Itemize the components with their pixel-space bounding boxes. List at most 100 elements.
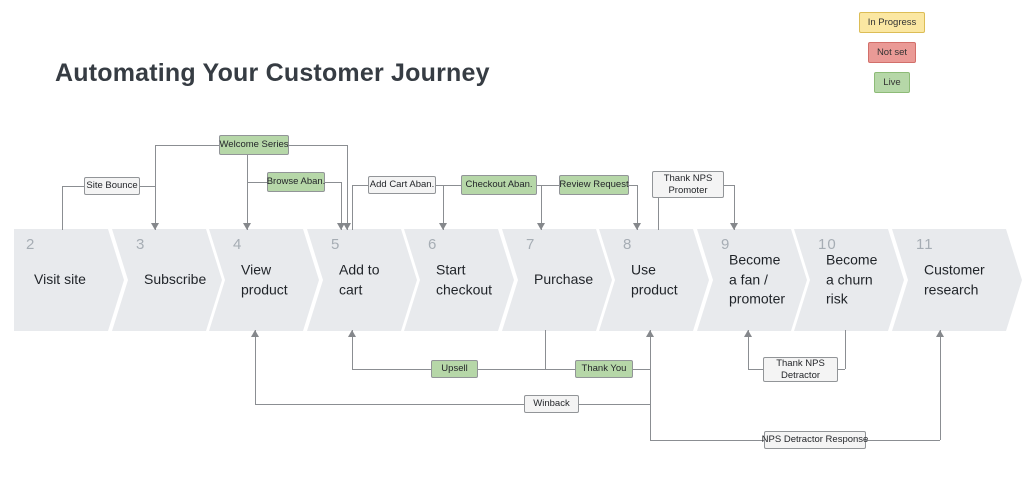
page-title: Automating Your Customer Journey	[55, 59, 490, 87]
connector-line	[579, 404, 650, 405]
stage-number: 3	[136, 236, 146, 253]
connector-line	[352, 330, 353, 369]
automation-thank-nps-promoter: Thank NPS Promoter	[652, 171, 724, 198]
connector-line	[140, 186, 155, 187]
automation-thank-you: Thank You	[575, 360, 633, 378]
automation-site-bounce: Site Bounce	[84, 177, 140, 195]
stage-become-fan-promoter: 9 Become a fan / promoter	[697, 229, 807, 331]
stage-number: 11	[916, 236, 934, 253]
connector-line	[845, 330, 846, 369]
automation-browse-abandonment: Browse Aban.	[267, 172, 325, 192]
connector-line	[341, 182, 342, 230]
connector-line	[637, 185, 638, 230]
stage-label: Become a fan / promoter	[729, 251, 786, 307]
connector-line	[155, 145, 219, 146]
stage-number: 6	[428, 236, 438, 253]
connector-line	[940, 330, 941, 440]
legend-live: Live	[874, 72, 910, 93]
automation-winback: Winback	[524, 395, 579, 413]
connector-line	[436, 185, 443, 186]
automation-review-request: Review Request	[559, 175, 629, 195]
connector-line	[255, 330, 256, 404]
stage-purchase: 7 Purchase	[502, 229, 612, 331]
connector-line	[650, 330, 651, 440]
connector-line	[537, 185, 541, 186]
connector-arrowhead-up-icon	[348, 330, 356, 337]
connector-line	[352, 369, 431, 370]
stage-label: Start checkout	[436, 261, 493, 297]
connector-line	[289, 145, 347, 146]
automation-checkout-abandonment: Checkout Aban.	[461, 175, 537, 195]
connector-line	[734, 185, 735, 230]
connector-line	[633, 369, 650, 370]
connector-arrowhead-down-icon	[243, 223, 251, 230]
connector-line	[62, 186, 84, 187]
connector-line	[541, 185, 542, 230]
legend-in-progress: In Progress	[858, 12, 926, 33]
stage-label: Add to cart	[339, 261, 380, 297]
connector-line	[650, 440, 766, 441]
connector-line	[724, 185, 734, 186]
status-legend: In Progress Not set Live	[856, 12, 928, 93]
automation-upsell: Upsell	[431, 360, 478, 378]
stage-become-churn-risk: 10 Become a churn risk	[794, 229, 904, 331]
stage-use-product: 8 Use product	[599, 229, 709, 331]
automation-welcome-series: Welcome Series	[219, 135, 289, 155]
stage-number: 2	[26, 236, 36, 253]
stage-number: 8	[623, 236, 633, 253]
connector-arrowhead-up-icon	[744, 330, 752, 337]
connector-line	[352, 185, 353, 230]
connector-line	[478, 369, 545, 370]
connector-line	[347, 145, 348, 230]
stage-number: 10	[818, 236, 837, 253]
connector-arrowhead-up-icon	[646, 330, 654, 337]
stage-number: 7	[526, 236, 536, 253]
connector-arrowhead-up-icon	[251, 330, 259, 337]
stage-label: Become a churn risk	[826, 251, 878, 307]
stage-number: 5	[331, 236, 341, 253]
connector-arrowhead-down-icon	[633, 223, 641, 230]
stage-start-checkout: 6 Start checkout	[404, 229, 514, 331]
stage-add-to-cart: 5 Add to cart	[307, 229, 417, 331]
connector-line	[255, 404, 524, 405]
connector-line	[155, 145, 156, 230]
stage-number: 4	[233, 236, 243, 253]
stage-label: Subscribe	[144, 271, 207, 288]
connector-line	[443, 185, 444, 230]
connector-line	[247, 155, 248, 230]
stage-number: 9	[721, 236, 731, 253]
stage-view-product: 4 View product	[209, 229, 319, 331]
stage-visit-site: 2 Visit site	[14, 229, 124, 331]
legend-not-set: Not set	[867, 42, 917, 63]
connector-line	[325, 182, 341, 183]
connector-line	[748, 330, 749, 369]
connector-arrowhead-down-icon	[537, 223, 545, 230]
connector-line	[247, 182, 267, 183]
connector-arrowhead-down-icon	[730, 223, 738, 230]
connector-arrowhead-down-icon	[337, 223, 345, 230]
connector-line	[838, 369, 845, 370]
connector-arrowhead-down-icon	[343, 223, 351, 230]
stage-subscribe: 3 Subscribe	[112, 229, 222, 331]
connector-line	[748, 369, 763, 370]
connector-line	[62, 186, 63, 230]
stage-label: Use product	[631, 261, 678, 297]
stage-label: View product	[241, 261, 288, 297]
stage-label: Visit site	[34, 271, 86, 288]
connector-line	[629, 185, 637, 186]
connector-line	[545, 369, 575, 370]
automation-add-cart-abandonment: Add Cart Aban.	[368, 176, 436, 194]
connector-arrowhead-up-icon	[936, 330, 944, 337]
connector-arrowhead-down-icon	[151, 223, 159, 230]
connector-line	[658, 198, 659, 230]
stage-customer-research: 11 Customer research	[892, 229, 1022, 331]
connector-arrowhead-down-icon	[439, 223, 447, 230]
connector-line	[352, 185, 368, 186]
stage-label: Purchase	[534, 271, 594, 288]
automation-thank-nps-detractor: Thank NPS Detractor	[763, 357, 838, 382]
stage-label: Customer research	[924, 261, 985, 297]
connector-line	[541, 185, 559, 186]
connector-line	[443, 185, 461, 186]
automation-nps-detractor-response: NPS Detractor Response	[762, 431, 868, 449]
